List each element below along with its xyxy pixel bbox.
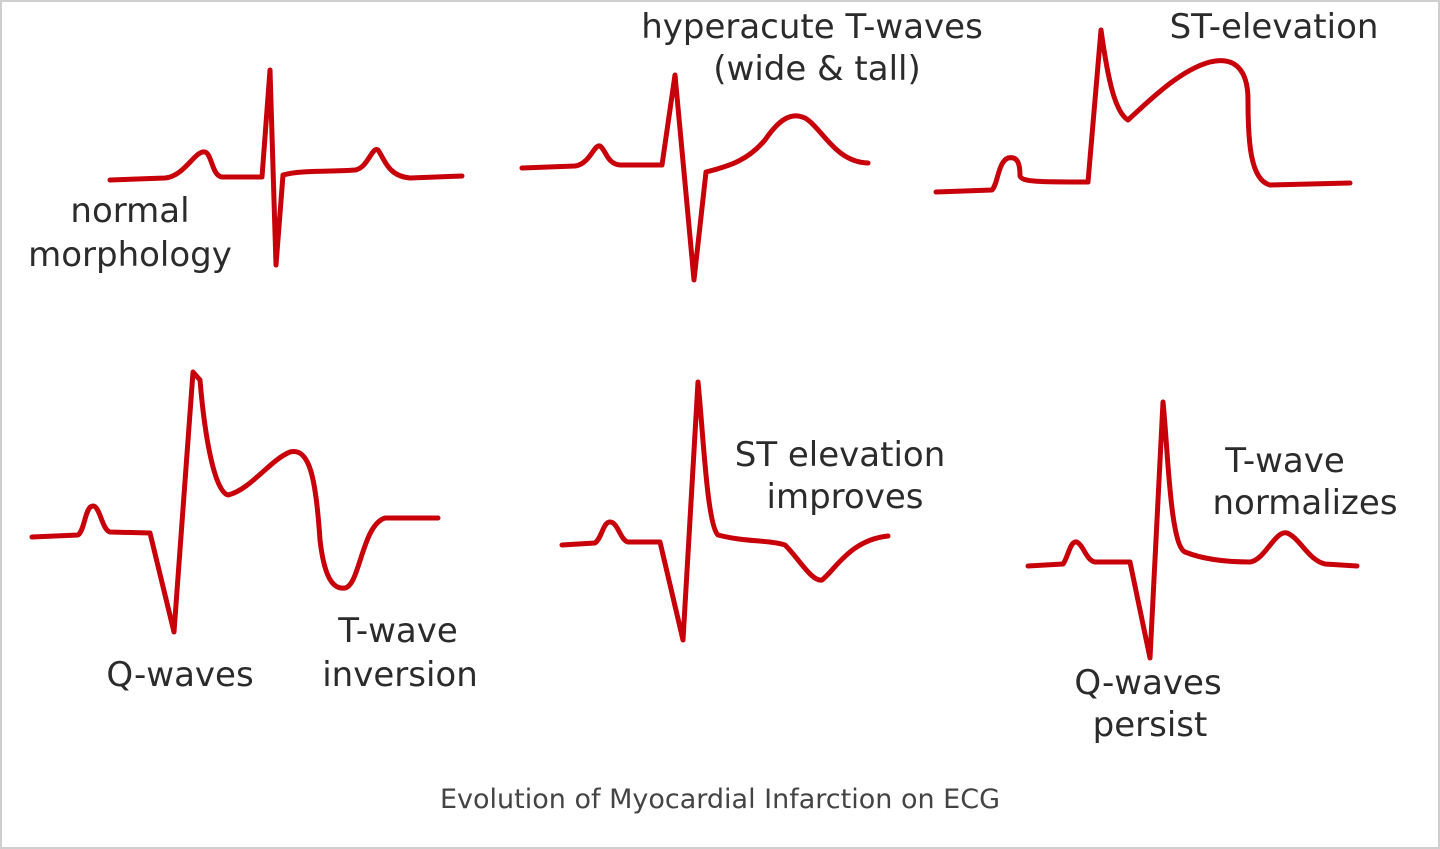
- ecg-trace-normal: [107, 67, 465, 268]
- ecg-trace-hyperacute: [519, 72, 871, 283]
- panel-st-improves: ST elevation improves: [559, 379, 946, 643]
- ecg-trace-late: [1025, 399, 1360, 661]
- label-hyperacute-line2: (wide & tall): [713, 49, 920, 89]
- label-q-waves-persist-line2: persist: [1093, 705, 1208, 745]
- label-st-elevation: ST-elevation: [1170, 7, 1379, 47]
- panel-hyperacute: hyperacute T-waves (wide & tall): [519, 7, 983, 283]
- label-t-wave-inversion-line2: inversion: [322, 655, 478, 695]
- label-q-waves-persist-line1: Q-waves: [1074, 663, 1221, 703]
- panel-st-elevation: ST-elevation: [933, 7, 1379, 195]
- panel-late: T-wave normalizes Q-waves persist: [1025, 399, 1398, 745]
- figure-caption: Evolution of Myocardial Infarction on EC…: [440, 784, 1000, 815]
- label-normal-line2: morphology: [28, 235, 232, 275]
- label-hyperacute-line1: hyperacute T-waves: [641, 7, 983, 47]
- ecg-trace-q-waves: [29, 369, 441, 635]
- label-t-wave-normalizes-line1: T-wave: [1224, 441, 1345, 481]
- label-normal-line1: normal: [70, 191, 189, 231]
- label-t-wave-normalizes-line2: normalizes: [1212, 483, 1397, 523]
- label-t-wave-inversion-line1: T-wave: [337, 611, 458, 651]
- panel-q-waves: Q-waves T-wave inversion: [29, 369, 478, 695]
- panel-normal: normal morphology: [28, 67, 465, 275]
- label-q-waves: Q-waves: [106, 655, 253, 695]
- ecg-trace-st-improves: [559, 379, 891, 643]
- label-st-improves-line2: improves: [767, 477, 924, 517]
- label-st-improves-line1: ST elevation: [735, 435, 946, 475]
- ecg-trace-st-elevation: [933, 27, 1353, 195]
